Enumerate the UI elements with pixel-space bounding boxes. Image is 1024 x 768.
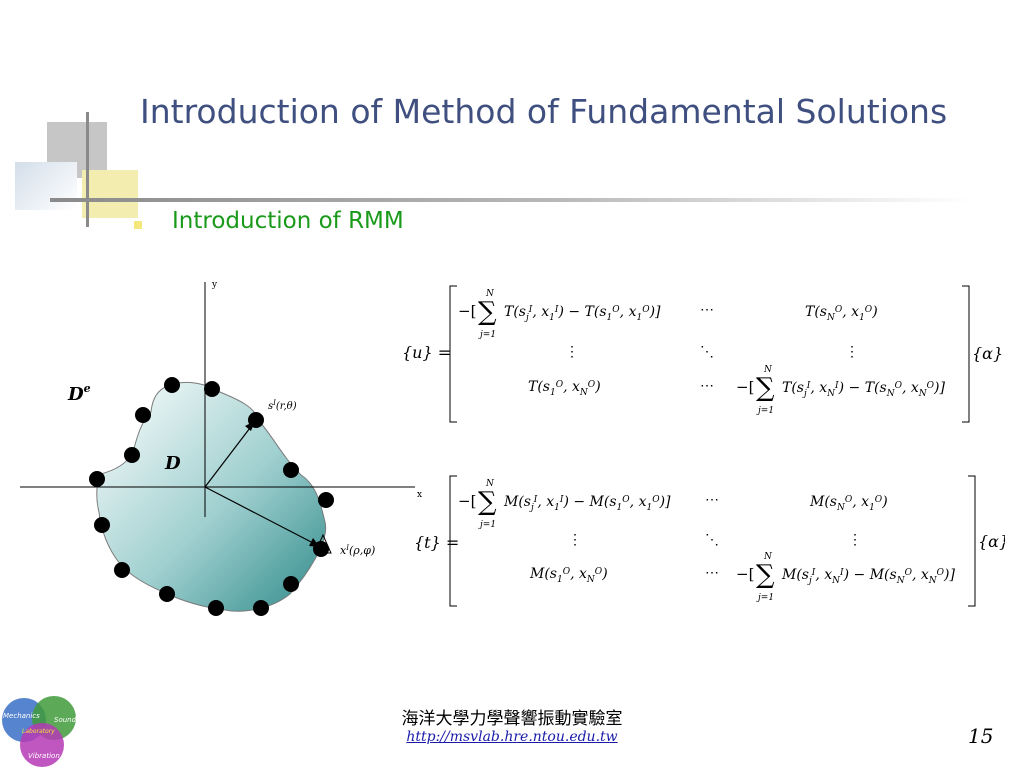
source-point xyxy=(124,447,140,463)
logo-text-vibration: Vibration xyxy=(28,752,60,760)
t-left-bracket xyxy=(449,475,457,607)
svg-text:⋯: ⋯ xyxy=(700,378,714,394)
t-lhs: {t} = xyxy=(414,533,459,552)
t-entry-N1: M(s1O, xNO) xyxy=(529,566,608,585)
logo-text-sound: Sound xyxy=(54,716,77,724)
t-alpha: {α} xyxy=(978,532,1005,551)
bullet-text: Introduction of RMM xyxy=(172,208,404,234)
source-points xyxy=(89,377,334,616)
source-point xyxy=(135,407,151,423)
svg-text:j=1: j=1 xyxy=(756,406,774,416)
u-entry-11: T(sjI, x1I) − T(s1O, x1O)] xyxy=(504,304,661,323)
svg-text:⋮: ⋮ xyxy=(848,532,862,548)
svg-text:N: N xyxy=(763,365,773,375)
svg-text:⋱: ⋱ xyxy=(705,532,719,548)
field-point-label: xI(ρ,φ) xyxy=(340,544,375,557)
bullet-marker xyxy=(134,221,142,229)
svg-text:N: N xyxy=(763,552,773,562)
t-entry-NN: M(sjI, xNI) − M(sNO, xNO)] xyxy=(781,567,955,586)
title-divider xyxy=(50,198,970,202)
t-entry-1N: M(sNO, x1O) xyxy=(809,494,888,513)
svg-text:j=1: j=1 xyxy=(478,330,496,340)
svg-text:⋯: ⋯ xyxy=(700,302,714,318)
svg-text:−[: −[ xyxy=(736,378,754,396)
svg-text:⋯: ⋯ xyxy=(705,492,719,508)
source-vector xyxy=(204,423,254,488)
svg-text:−[: −[ xyxy=(458,302,476,320)
svg-text:⋱: ⋱ xyxy=(700,344,714,360)
source-point xyxy=(253,600,269,616)
decor-vertical-line xyxy=(86,112,89,227)
source-point xyxy=(318,492,334,508)
svg-text:j=1: j=1 xyxy=(478,520,496,530)
equation-t: {t} = −[ ∑ N j=1 M(sjI, x1I) − M(s1O, x1… xyxy=(400,472,1009,616)
svg-text:N: N xyxy=(485,289,495,299)
sum-sign: ∑ xyxy=(478,297,497,327)
lab-logo: Mechanics Sound Laboratory Vibration xyxy=(2,696,77,767)
svg-text:⋮: ⋮ xyxy=(845,344,859,360)
svg-text:−[: −[ xyxy=(458,492,476,510)
decor-square-yellow xyxy=(82,170,138,218)
t-right-bracket xyxy=(968,475,976,607)
u-right-bracket xyxy=(962,285,970,423)
source-point xyxy=(283,462,299,478)
y-axis-label: y xyxy=(211,280,218,290)
svg-text:N: N xyxy=(485,479,495,489)
x-axis-label: x xyxy=(417,490,422,500)
field-vector xyxy=(204,486,318,546)
svg-text:−[: −[ xyxy=(736,565,754,583)
source-point xyxy=(89,471,105,487)
source-point xyxy=(159,586,175,602)
svg-text:∑: ∑ xyxy=(756,373,775,403)
svg-text:j=1: j=1 xyxy=(756,593,774,603)
source-point xyxy=(248,412,264,428)
u-entry-NN: T(sjI, xNI) − T(sNO, xNO)] xyxy=(782,380,945,399)
svg-text:⋮: ⋮ xyxy=(568,532,582,548)
svg-text:⋯: ⋯ xyxy=(705,565,719,581)
equation-u: {u} = −[ ∑ N j=1 T(sjI, x1I) − T(s1O, x1… xyxy=(400,282,1005,434)
source-point xyxy=(313,541,329,557)
svg-text:∑: ∑ xyxy=(478,487,497,517)
decor-square-blue xyxy=(15,162,77,210)
u-alpha: {α} xyxy=(972,344,1003,363)
domain-diagram: y x De D sI(r,θ) xI(ρ,φ) xyxy=(20,280,422,616)
slide-title: Introduction of Method of Fundamental So… xyxy=(140,92,948,131)
u-left-bracket xyxy=(449,285,457,423)
source-point xyxy=(164,377,180,393)
source-point xyxy=(208,600,224,616)
exterior-domain-label: De xyxy=(67,382,91,405)
logo-circle-vibration xyxy=(20,723,64,767)
source-point xyxy=(283,576,299,592)
logo-text-mechanics: Mechanics xyxy=(3,712,40,720)
source-point xyxy=(204,381,220,397)
interior-domain-label: D xyxy=(164,453,181,474)
u-entry-N1: T(s1O, xNO) xyxy=(528,379,601,398)
u-lhs: {u} = xyxy=(402,343,451,362)
svg-text:∑: ∑ xyxy=(756,560,775,590)
footer-organization: 海洋大學力學聲響振動實驗室 xyxy=(401,709,623,729)
u-entry-1N: T(sNO, x1O) xyxy=(805,304,878,323)
svg-text:⋮: ⋮ xyxy=(565,344,579,360)
source-point-label: sI(r,θ) xyxy=(268,399,297,412)
footer-url-link[interactable]: http://msvlab.hre.ntou.edu.tw xyxy=(406,729,618,745)
source-point xyxy=(94,517,110,533)
logo-text-laboratory: Laboratory xyxy=(22,728,55,735)
t-entry-11: M(sjI, x1I) − M(s1O, x1O)] xyxy=(503,494,671,513)
source-point xyxy=(114,562,130,578)
page-number: 15 xyxy=(968,724,994,748)
